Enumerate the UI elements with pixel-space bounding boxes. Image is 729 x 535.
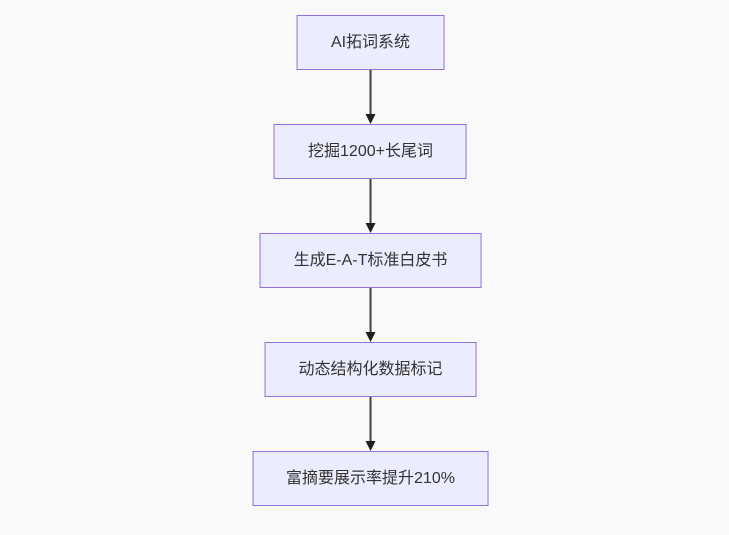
flow-node-label: 动态结构化数据标记 xyxy=(298,360,443,378)
flow-node-rich-snippet-rate: 富摘要展示率提升210% xyxy=(252,451,489,506)
flow-node-label: 挖掘1200+长尾词 xyxy=(308,142,433,160)
flow-edge-arrow-down-icon xyxy=(365,397,376,451)
flow-node-label: 生成E-A-T标准白皮书 xyxy=(293,251,448,269)
flow-node-structured-data-markup: 动态结构化数据标记 xyxy=(264,342,477,397)
flow-edge-arrow-down-icon xyxy=(365,70,376,124)
flow-edge-arrow-down-icon xyxy=(365,288,376,342)
flow-edge-arrow-down-icon xyxy=(365,179,376,233)
flow-node-longtail-keywords: 挖掘1200+长尾词 xyxy=(274,124,467,179)
flow-node-label: 富摘要展示率提升210% xyxy=(286,469,455,487)
flow-node-ai-word-system: AI拓词系统 xyxy=(296,15,445,70)
flow-node-eat-whitepaper: 生成E-A-T标准白皮书 xyxy=(259,233,482,288)
flow-node-label: AI拓词系统 xyxy=(330,33,411,51)
flowchart-column: AI拓词系统 挖掘1200+长尾词 生成E-A-T标准白皮书 动态结构化数据标记 xyxy=(252,15,489,506)
